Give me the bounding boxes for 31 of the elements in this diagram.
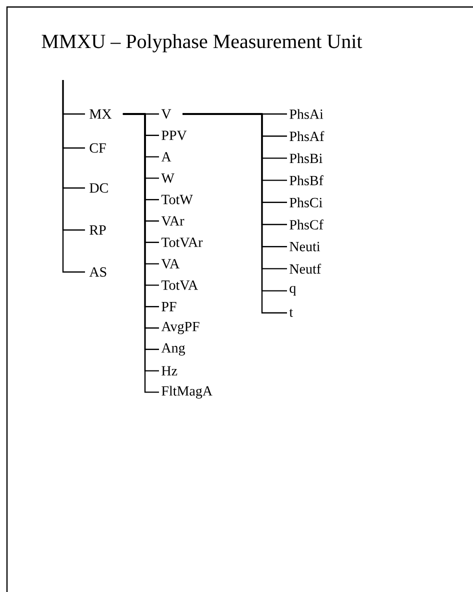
tree-item: PPV [162,130,187,140]
tree-item: Ang [161,343,186,356]
tree-item: RP [90,225,106,235]
tree-item: PhsAi [290,109,324,119]
tree-item: TotW [161,194,193,204]
tree-item: W [161,174,174,183]
tree-item: FltMagA [162,386,212,399]
tree-item: PhsAf [290,131,324,142]
tree-item: A [161,152,172,162]
tree-item: q [290,286,296,296]
tree-item: PhsBf [290,175,324,186]
tree-item: TotVA [161,280,198,290]
tree-item: Neuti [290,242,320,252]
tree-item: PhsCf [290,220,324,230]
tree-item: Neutf [290,264,322,274]
tree-item: AvgPF [161,322,200,334]
tree-item: PhsBi [290,153,322,164]
tree-item: t [289,308,293,317]
title: MMXU – Polyphase Measurement Unit [42,34,362,52]
tree-item: MX [90,109,112,119]
tree-item: V [161,109,172,119]
tree-item: CF [90,143,106,153]
tree-line [62,80,85,273]
tree-item: Hz [162,366,178,376]
tree-item: PhsCi [290,197,322,208]
tree-item: VA [161,259,180,269]
tree-item: DC [90,183,108,193]
tree-item: VAr [161,216,184,226]
tree-item: PF [162,302,176,312]
tree-item: AS [89,267,106,277]
tree-item: TotVAr [161,238,203,248]
